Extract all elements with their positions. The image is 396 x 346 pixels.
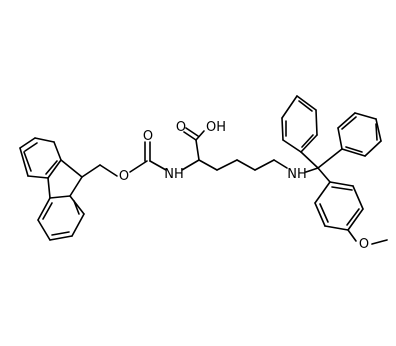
methoxy-oxygen-label: O [359,237,369,252]
fluorene-five-ring [47,159,83,199]
acid-oxygen-label: O [176,120,186,135]
fluorene-upper-ring [19,137,62,179]
fmoc-linker [81,141,167,178]
phenyl-ring-right [337,112,382,157]
fluorene-lower-ring [37,195,85,241]
fluorenyl-group [19,137,85,241]
hydroxyl-label: OH [206,120,226,135]
lysine-backbone [181,127,319,173]
methoxyphenyl-ring [314,181,388,245]
phenyl-ring-left [281,95,318,153]
alpha-amine-label: NH [164,167,184,182]
epsilon-amine-label: NH [287,167,307,182]
ester-oxygen-label: O [119,169,129,184]
atom-labels: O O O OH NH NH O [119,120,369,252]
carbonyl-oxygen-label: O [143,129,153,144]
methoxytrityl-group [281,95,388,245]
